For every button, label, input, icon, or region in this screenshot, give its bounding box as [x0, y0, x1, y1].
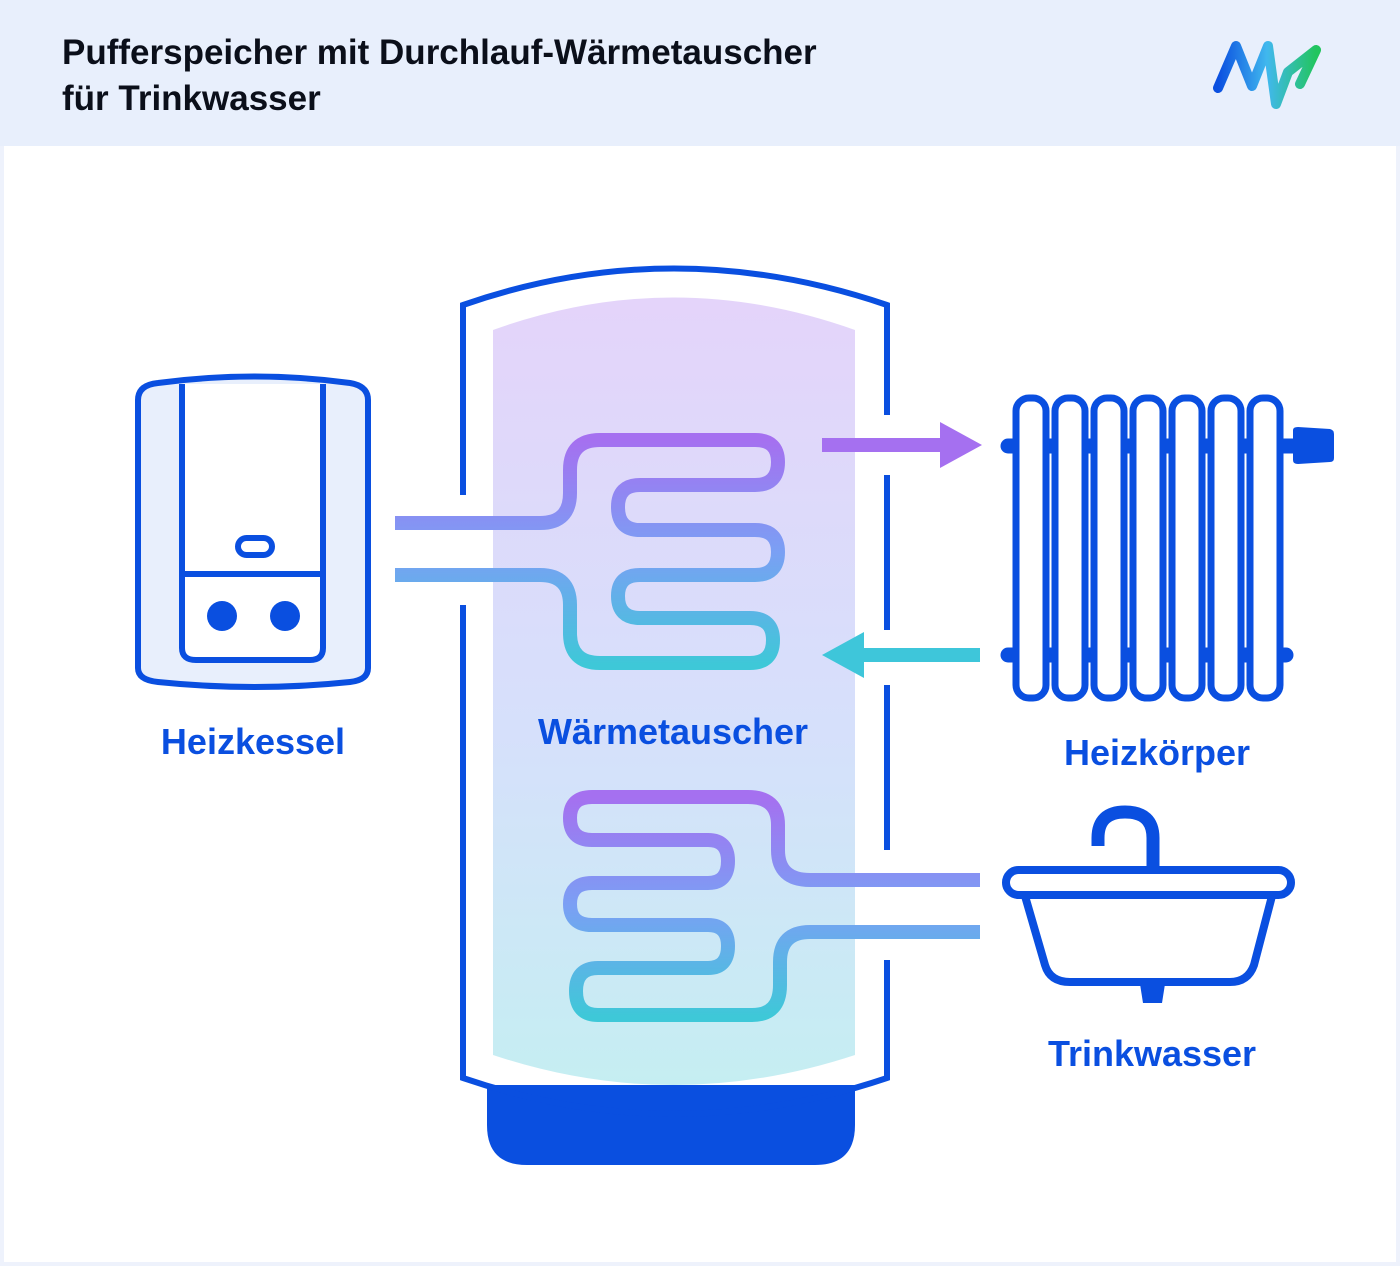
header: Pufferspeicher mit Durchlauf-Wärmetausch… [0, 0, 1400, 146]
radiator-icon [1000, 394, 1334, 702]
drinking-water-coil [563, 790, 980, 1022]
label-heat-exchanger: Wärmetauscher [538, 711, 808, 752]
page-title: Pufferspeicher mit Durchlauf-Wärmetausch… [62, 30, 817, 122]
arrow-left-icon [822, 632, 980, 678]
title-line-1: Pufferspeicher mit Durchlauf-Wärmetausch… [62, 33, 817, 72]
boiler-icon [135, 373, 371, 690]
arrow-right-icon [822, 422, 982, 468]
label-boiler: Heizkessel [161, 721, 345, 762]
sink-icon [1002, 805, 1295, 1003]
label-drinking-water: Trinkwasser [1048, 1033, 1256, 1074]
heating-coil [395, 433, 785, 670]
label-radiator: Heizkörper [1064, 732, 1250, 773]
title-line-2: für Trinkwasser [62, 79, 321, 118]
brand-logo [1213, 41, 1321, 109]
